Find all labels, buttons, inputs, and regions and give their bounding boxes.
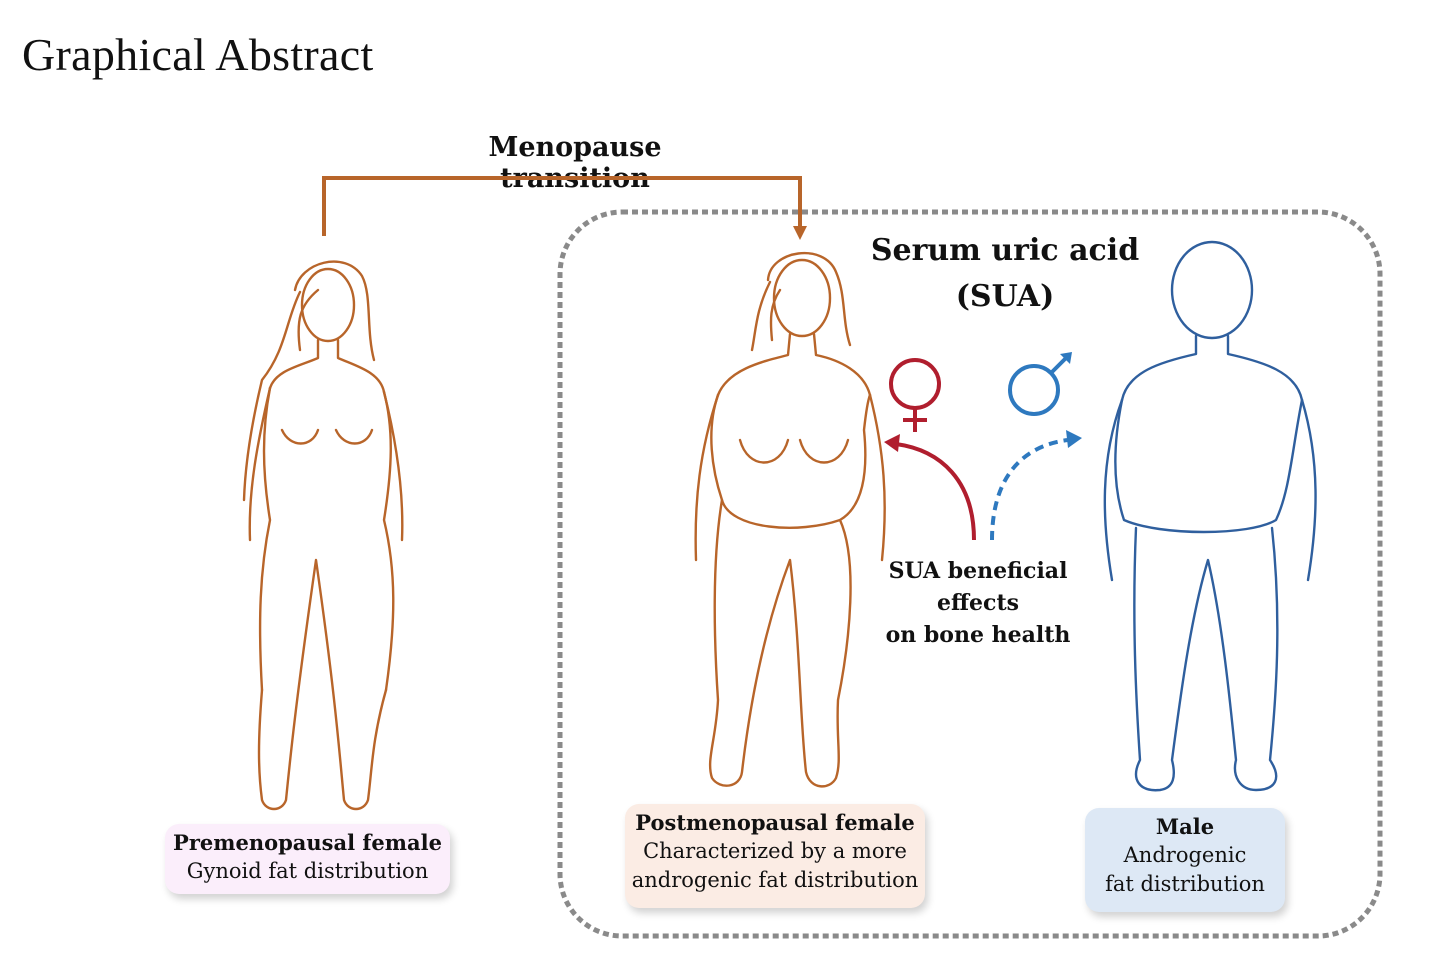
male-effect-arrow	[990, 430, 1082, 541]
sua-heading-line-2: (SUA)	[955, 279, 1055, 314]
postmenopausal-caption-line-2: androgenic fat distribution	[631, 868, 919, 892]
premenopausal-caption: Premenopausal female Gynoid fat distribu…	[165, 824, 450, 894]
female-symbol-icon	[889, 358, 941, 432]
dashed-group-box	[557, 209, 1383, 939]
premenopausal-caption-title: Premenopausal female	[173, 830, 442, 855]
premenopausal-female-figure	[242, 260, 404, 811]
postmenopausal-caption-line-1: Characterized by a more	[643, 839, 907, 863]
male-symbol-icon	[1008, 352, 1072, 416]
premenopausal-caption-line-1: Gynoid fat distribution	[186, 859, 429, 883]
sua-effects-line-2: effects	[937, 590, 1019, 616]
sua-effects-label: SUA beneficial effects on bone health	[858, 555, 1098, 651]
sua-heading-line-1: Serum uric acid	[870, 233, 1140, 268]
postmenopausal-caption: Postmenopausal female Characterized by a…	[625, 804, 925, 908]
male-figure	[1103, 240, 1317, 792]
postmenopausal-caption-title: Postmenopausal female	[635, 810, 915, 835]
sua-heading: Serum uric acid (SUA)	[840, 228, 1170, 320]
male-caption: Male Androgenic fat distribution	[1085, 808, 1285, 912]
male-caption-line-2: fat distribution	[1105, 872, 1265, 896]
postmenopausal-female-figure	[694, 251, 886, 788]
male-caption-title: Male	[1155, 814, 1215, 839]
page-title: Graphical Abstract	[22, 29, 374, 80]
female-effect-arrow	[884, 434, 976, 541]
sua-effects-line-1: SUA beneficial	[888, 558, 1068, 584]
transition-bracket	[322, 176, 807, 240]
sua-effects-line-3: on bone health	[885, 622, 1071, 648]
male-caption-line-1: Androgenic	[1123, 843, 1247, 867]
